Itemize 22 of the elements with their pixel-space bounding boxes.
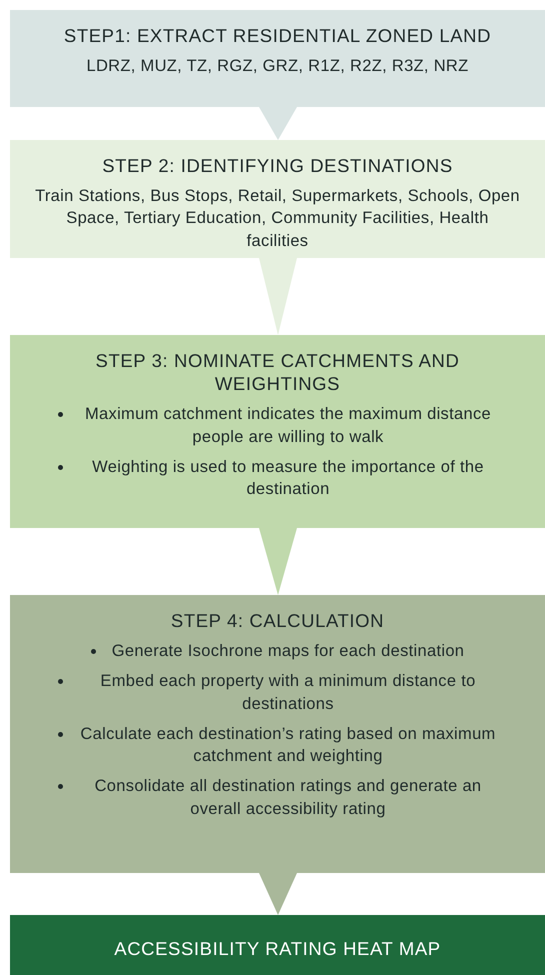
- bullet-text: Calculate each destination’s rating based on maximum catchment and weighting: [79, 724, 497, 768]
- arrow: [259, 107, 297, 140]
- step-heading: ACCESSIBILITY RATING HEAT MAP: [114, 937, 441, 960]
- step-heading: STEP1: EXTRACT RESIDENTIAL ZONED LAND: [64, 24, 492, 48]
- step-box: [10, 915, 545, 975]
- step-box: [10, 335, 545, 528]
- bullet-text: Weighting is used to measure the importance of the destination: [91, 456, 485, 500]
- step-heading: STEP 3: NOMINATE CATCHMENTS AND WEIGHTINGS: [94, 349, 460, 396]
- bullet-text: Embed each property with a minimum distance to destinations: [99, 671, 477, 715]
- arrow: [259, 528, 297, 595]
- bullet-text: Maximum catchment indicates the maximum distance people are willing to walk: [84, 404, 492, 448]
- bullet-text: Generate Isochrone maps for each destination: [112, 641, 464, 662]
- step-heading: STEP 4: CALCULATION: [170, 609, 384, 632]
- step-description: Train Stations, Bus Stops, Retail, Supermarkets, Schools, Open Space, Tertiary Education, Community Facilities, Health facilities: [34, 186, 521, 252]
- step-box: [10, 595, 545, 873]
- arrow: [259, 873, 297, 915]
- arrow: [259, 258, 297, 335]
- bullet-text: Consolidate all destination ratings and generate an overall accessibility rating: [94, 776, 482, 820]
- step-heading: STEP 2: IDENTIFYING DESTINATIONS: [102, 154, 453, 178]
- step-box: [10, 140, 545, 258]
- step-description: LDRZ, MUZ, TZ, RGZ, GRZ, R1Z, R2Z, R3Z, NRZ: [86, 56, 468, 78]
- step-box: [10, 10, 545, 107]
